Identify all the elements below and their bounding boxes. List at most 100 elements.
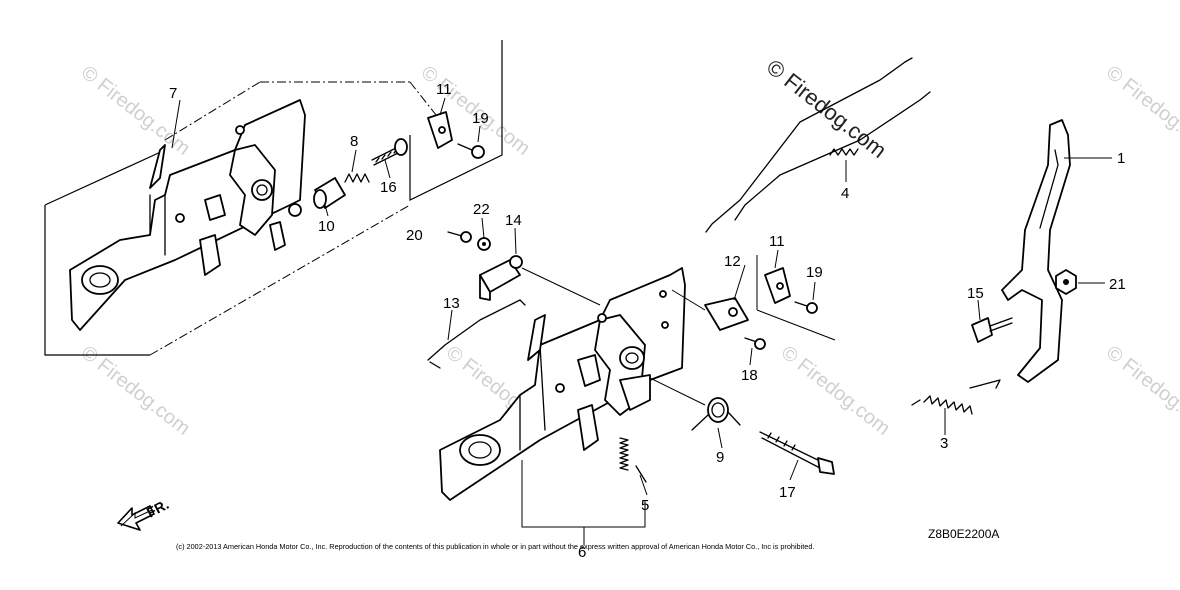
lever-pivot-inner [256, 184, 268, 196]
part-19-screw [794, 301, 818, 314]
throttle-cable [705, 61, 906, 233]
callout-15: 15 [967, 285, 984, 302]
part-14-switch [479, 255, 601, 306]
callout-21: 21 [1109, 276, 1126, 293]
part-4-spring [829, 148, 859, 156]
watermark: © Firedog.com [77, 342, 194, 440]
part-22-washer [477, 237, 491, 251]
assembly-frame-line [44, 205, 150, 356]
callout-3: 3 [940, 435, 948, 452]
leader-line [171, 99, 181, 149]
callout-9: 9 [716, 449, 724, 466]
plate-hole [288, 203, 302, 217]
part-13-rod-end [429, 361, 441, 369]
callout-20: 20 [406, 227, 423, 244]
lever-tab [204, 194, 226, 221]
part-12-bracket [704, 297, 749, 331]
direction-indicator: FR. [117, 496, 171, 531]
callout-11: 11 [769, 233, 785, 250]
leader-line [717, 427, 723, 449]
callout-18: 18 [741, 367, 758, 384]
callout-16: 16 [380, 179, 397, 196]
callout-5: 5 [641, 497, 649, 514]
assembly-7-group [44, 40, 503, 356]
separator-line [756, 309, 836, 341]
callout-17: 17 [779, 484, 796, 501]
callout-7: 7 [169, 85, 177, 102]
assembly-6-group [427, 217, 835, 545]
leader-line [481, 217, 485, 239]
part-1-group [911, 119, 1112, 435]
callout-14: 14 [505, 212, 522, 229]
part-21-nut [1055, 269, 1077, 295]
leader-line [671, 289, 706, 311]
plate-hole [175, 213, 185, 223]
leader-line [977, 299, 981, 321]
lever-rib [1039, 149, 1059, 229]
plate-edge [149, 194, 166, 256]
leader-line [639, 474, 648, 496]
part-20-screw [447, 231, 472, 243]
lever-tab [199, 234, 221, 276]
plate-hole [555, 383, 565, 393]
callout-19: 19 [472, 110, 489, 127]
part-16-screw [371, 138, 408, 166]
leader-line [514, 227, 517, 255]
plate-hole-inner [89, 272, 111, 288]
lever-tab [577, 354, 601, 387]
part-4-group [705, 57, 931, 341]
copyright-footer: (c) 2002-2013 American Honda Motor Co., … [176, 542, 814, 551]
lever-pivot [251, 179, 273, 201]
leader-line [812, 281, 816, 301]
callout-layer: 1 3 4 5 6 7 8 9 10 11 11 12 13 14 15 16 … [169, 81, 1126, 561]
part-17-bolt [759, 431, 835, 475]
arrow-front-icon [117, 505, 155, 531]
leader-line [789, 459, 799, 481]
plate-hole-inner [468, 441, 492, 459]
leader-line [774, 249, 779, 269]
leader-line [384, 159, 391, 179]
leader-line [649, 377, 706, 406]
part-5-spring [619, 437, 647, 483]
callout-8: 8 [350, 133, 358, 150]
choke-cable [734, 91, 931, 221]
callout-11: 11 [436, 81, 452, 98]
callout-10: 10 [318, 218, 335, 235]
lever-tab [269, 221, 286, 251]
callout-6: 6 [578, 544, 586, 561]
callout-12: 12 [724, 253, 741, 270]
callout-4: 4 [841, 185, 849, 202]
part-11-bracket [764, 267, 791, 304]
watermark: © Firedog.com [1102, 62, 1180, 160]
leader-line [733, 264, 746, 301]
lever-pivot-inner [625, 352, 639, 364]
leader-line [439, 97, 446, 116]
plate-hole [81, 265, 119, 295]
cable-end [904, 57, 913, 63]
part-8-spring [344, 173, 370, 183]
leader-line [324, 204, 329, 217]
assembly-frame-line [44, 149, 166, 206]
part-18-screw [744, 337, 766, 350]
callout-1: 1 [1117, 150, 1125, 167]
part-13-rod [427, 299, 526, 361]
watermark: © Firedog.com [777, 342, 894, 440]
plate-edge [519, 344, 546, 451]
plate-hole [661, 321, 669, 329]
plate-hole [235, 125, 245, 135]
leader-line [749, 347, 753, 366]
lever-pivot [619, 346, 645, 370]
plate-hole [659, 290, 667, 298]
part-15-bolt [971, 317, 1013, 343]
callout-22: 22 [473, 201, 490, 218]
part-1-lever-arm [1001, 119, 1071, 383]
assembly-dashed-line [164, 81, 261, 141]
part-3-spring [911, 379, 1001, 415]
lever-tab [527, 314, 546, 361]
lever-tab [577, 404, 599, 451]
leader-line [351, 149, 357, 173]
assembly-dashed-line [149, 204, 411, 356]
part-9-spring [691, 397, 741, 431]
part-19-screw [457, 143, 485, 159]
